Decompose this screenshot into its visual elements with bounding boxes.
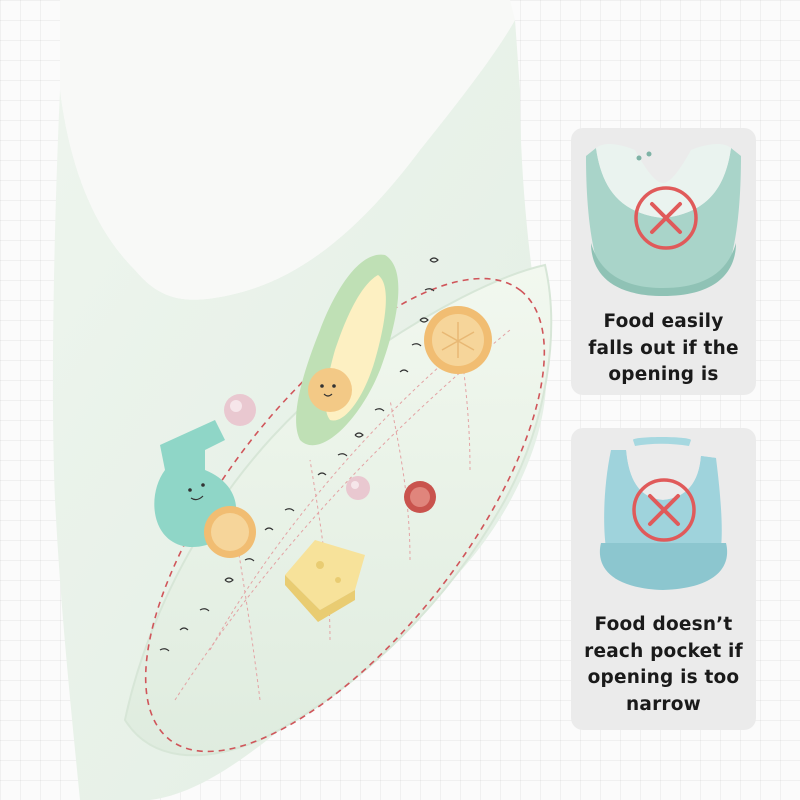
hero-illustration [52, 20, 553, 800]
berry-icon [404, 481, 436, 513]
pocket-guide-ellipse [144, 277, 546, 753]
caption-line: Food easily [603, 311, 724, 332]
caption-line: falls out if the [588, 337, 739, 359]
avocado-icon [296, 254, 399, 446]
comparison-card-wide-opening: Food easily falls out if the opening is [571, 128, 756, 395]
caption-line: opening is [608, 364, 719, 385]
x-mark-icon [634, 186, 698, 250]
cheese-icon [285, 540, 365, 622]
caption-line: Food doesn’t [594, 614, 733, 635]
bib-narrow-opening-illustration [571, 428, 756, 598]
caption-line: opening is too [587, 667, 740, 688]
x-mark-icon [632, 478, 696, 542]
banana-slice-icon [204, 506, 256, 558]
comparison-card-narrow-opening: Food doesn’t reach pocket if opening is … [571, 428, 756, 730]
caption-narrow-opening: Food doesn’t reach pocket if opening is … [577, 612, 750, 718]
caption-line: reach pocket if [584, 640, 743, 662]
caption-line: narrow [626, 693, 701, 715]
banana-slice-icon [424, 306, 492, 374]
bib-pocket [123, 263, 553, 757]
caption-wide-opening: Food easily falls out if the opening is [577, 309, 750, 389]
bib-wide-opening-illustration [571, 128, 756, 298]
candy-icon [224, 394, 370, 500]
